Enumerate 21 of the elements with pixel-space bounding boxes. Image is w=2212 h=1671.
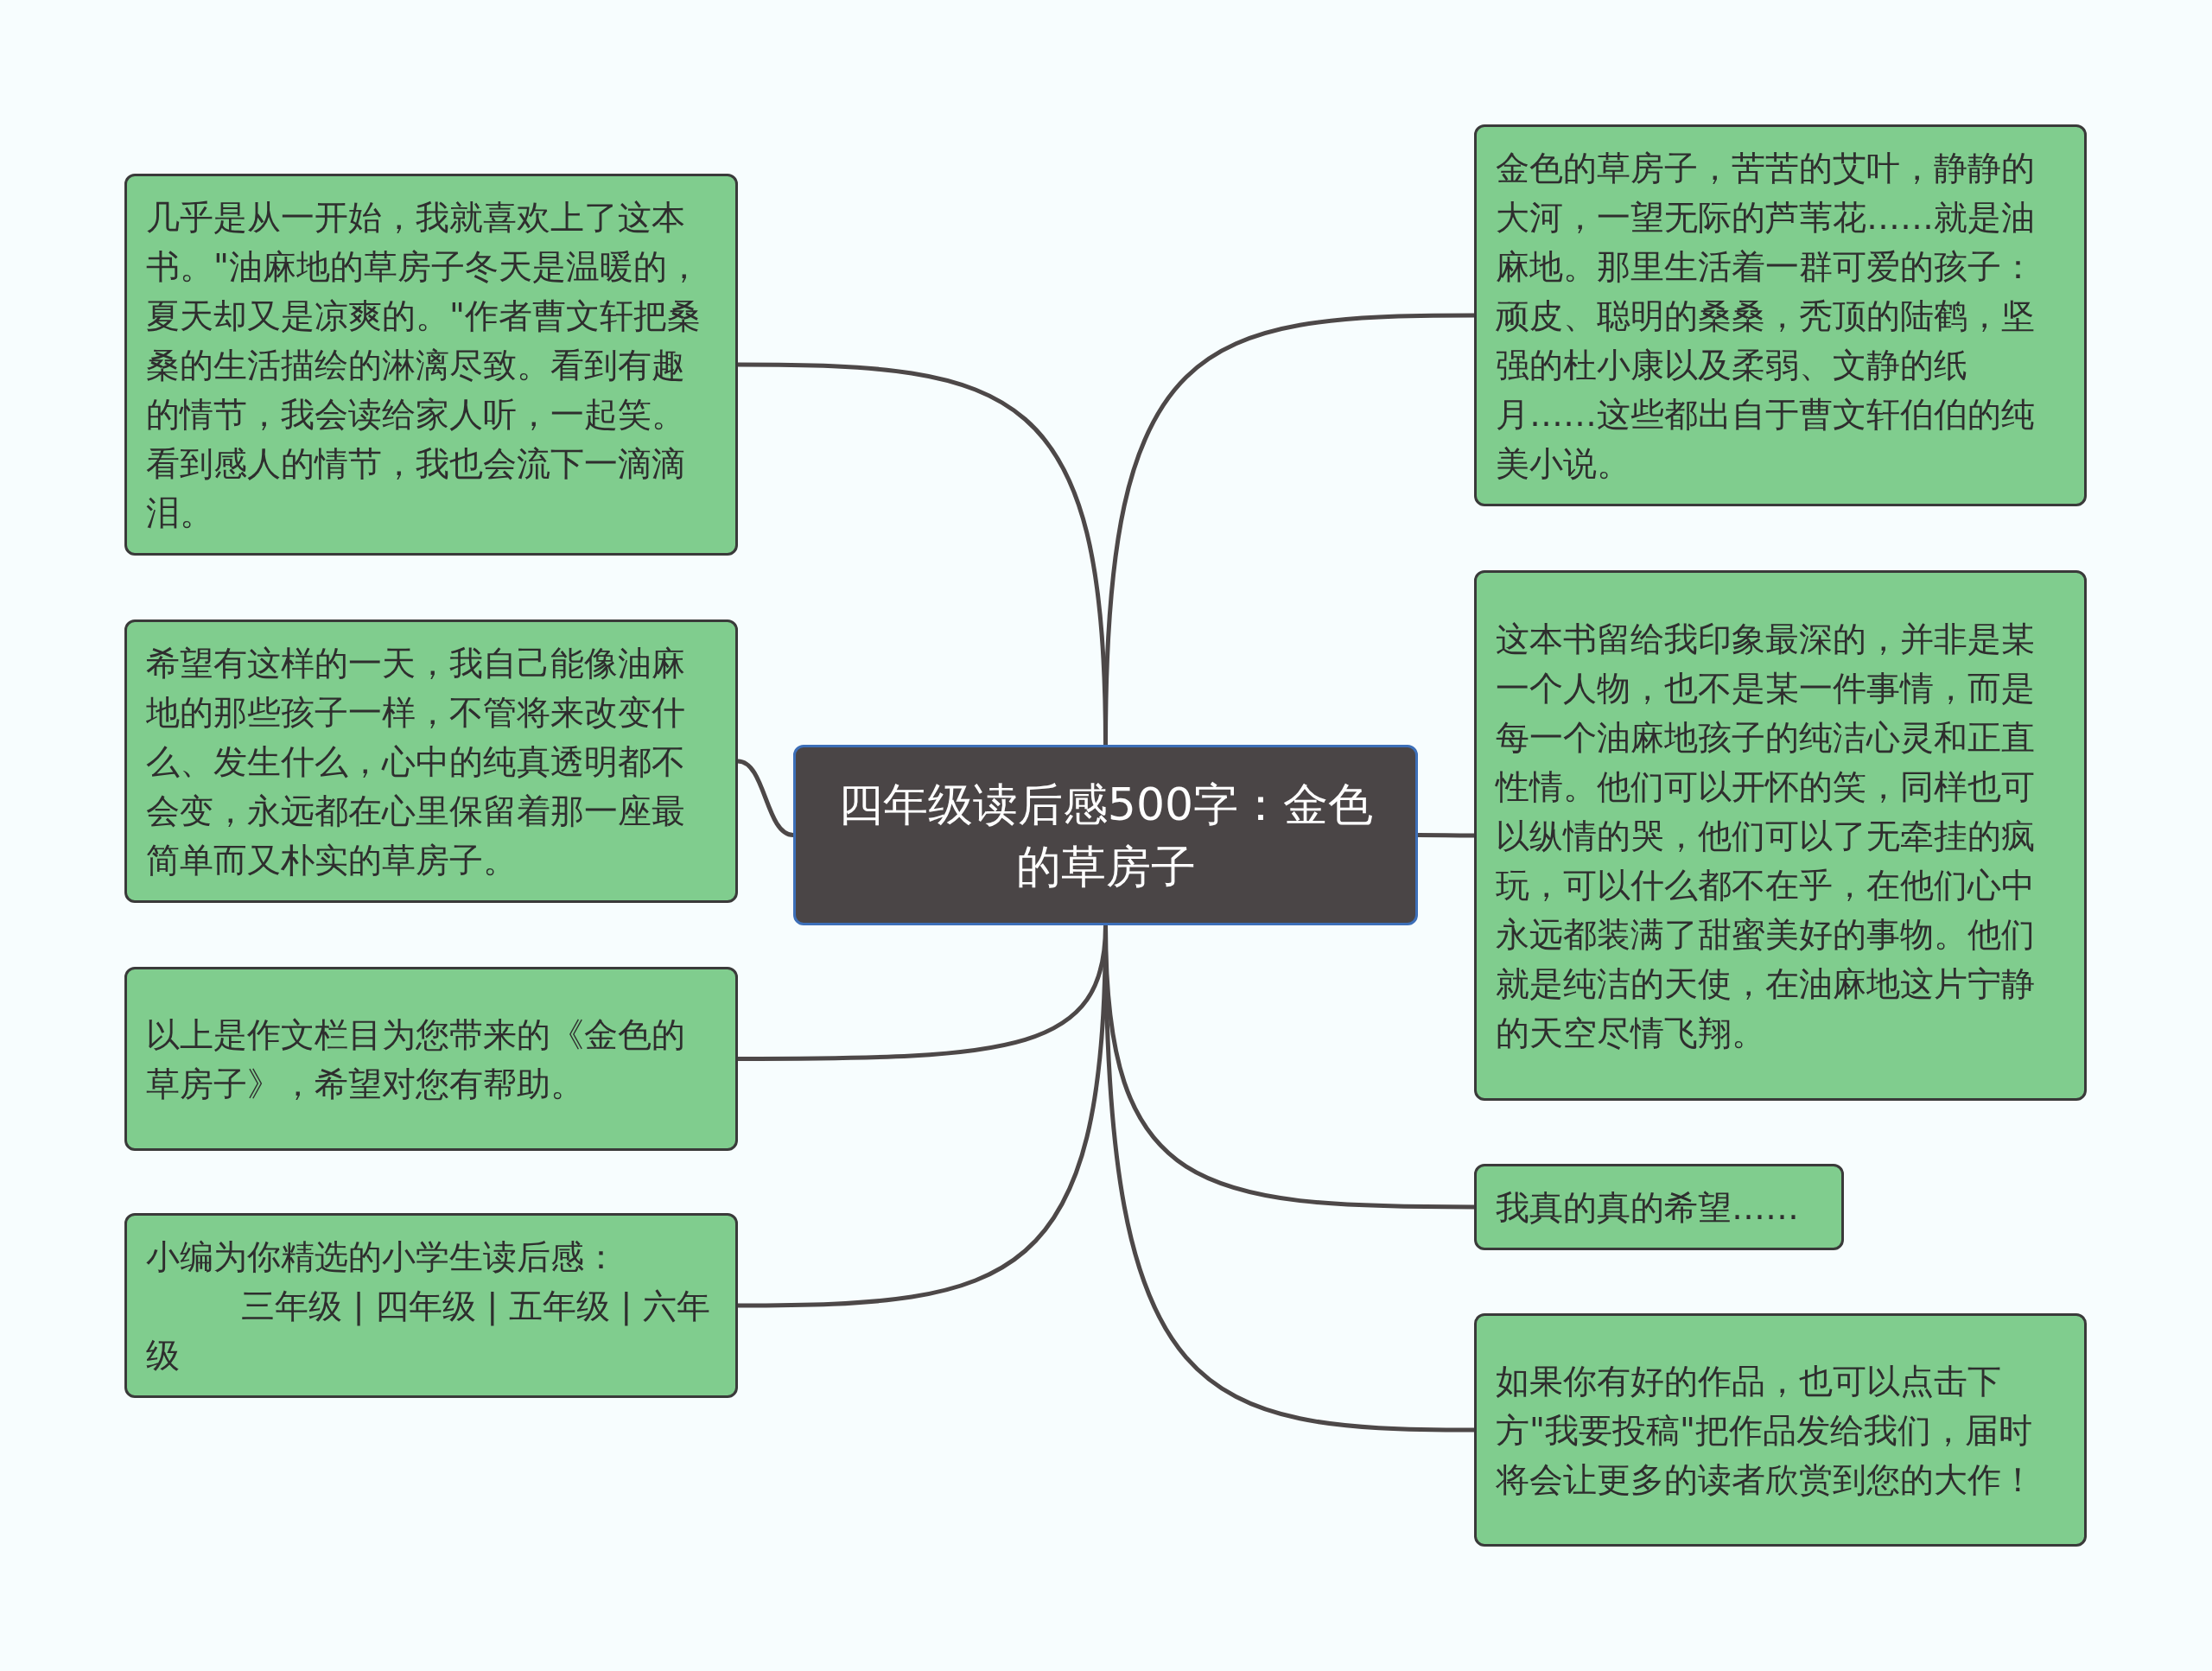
topic-text: 小编为你精选的小学生读后感：: [146, 1236, 619, 1278]
topic-text: 这本书留给我印象最深的，并非是某一个人物，也不是某一件事情，而是每一个油麻地孩子的纯洁心灵和正直性情。他们可以开怀的笑，同样也可以纵情的哭，他们可以了无牵挂的疯玩，可以什么都不在乎，在他们心中永远都装满了甜蜜美好的事物。他们就是纯洁的天使，在油麻地这片宁静的天空尽情飞翔。: [1496, 618, 2036, 1054]
central-topic-text: 四年级读后感500字：金色的草房子: [836, 777, 1375, 894]
connector-curve: [1418, 833, 1474, 838]
topic-text: 几乎是从一开始，我就喜欢上了这本书。"油麻地的草房子冬天是温暖的，夏天却又是凉爽的。"作者曹文轩把桑桑的生活描绘的淋漓尽致。看到有趣的情节，我会读给家人听，一起笑。看到感人的情节，我也会流下一滴滴泪。: [146, 196, 702, 534]
central-topic-box: [793, 745, 1418, 925]
topic-text: 如果你有好的作品，也可以点击下方"我要投稿"把作品发给我们，届时将会让更多的读者欣赏到您的大作！: [1496, 1360, 2036, 1501]
topic-text: 以上是作文栏目为您带来的《金色的草房子》，希望对您有帮助。: [146, 1013, 686, 1105]
topic-box: [124, 1213, 738, 1398]
topic-box: [1474, 124, 2087, 506]
topic-text: 我真的真的希望……: [1496, 1186, 1800, 1229]
topic-box: [1474, 1164, 1844, 1250]
topic-box: [124, 174, 738, 556]
topic-text: 金色的草房子，苦苦的艾叶，静静的大河，一望无际的芦苇花……就是油麻地。那里生活着一群可爱的孩子：顽皮、聪明的桑桑，秃顶的陆鹤，坚强的杜小康以及柔弱、文静的纸月……这些都出自于曹文轩伯伯的纯美小说。: [1496, 147, 2036, 485]
topic-box: [124, 967, 738, 1151]
topic-box: [1474, 1313, 2087, 1547]
topic-text: 希望有这样的一天，我自己能像油麻地的那些孩子一样，不管将来改变什么、发生什么，心中的纯真透明都不会变，永远都在心里保留着那一座最简单而又朴实的草房子。: [146, 642, 686, 881]
topic-text: 三年级 | 四年级 | 五年级 | 六年级: [146, 1285, 711, 1376]
connector-curve: [737, 759, 794, 837]
topic-box: [1474, 570, 2087, 1101]
topic-box: [124, 619, 738, 903]
